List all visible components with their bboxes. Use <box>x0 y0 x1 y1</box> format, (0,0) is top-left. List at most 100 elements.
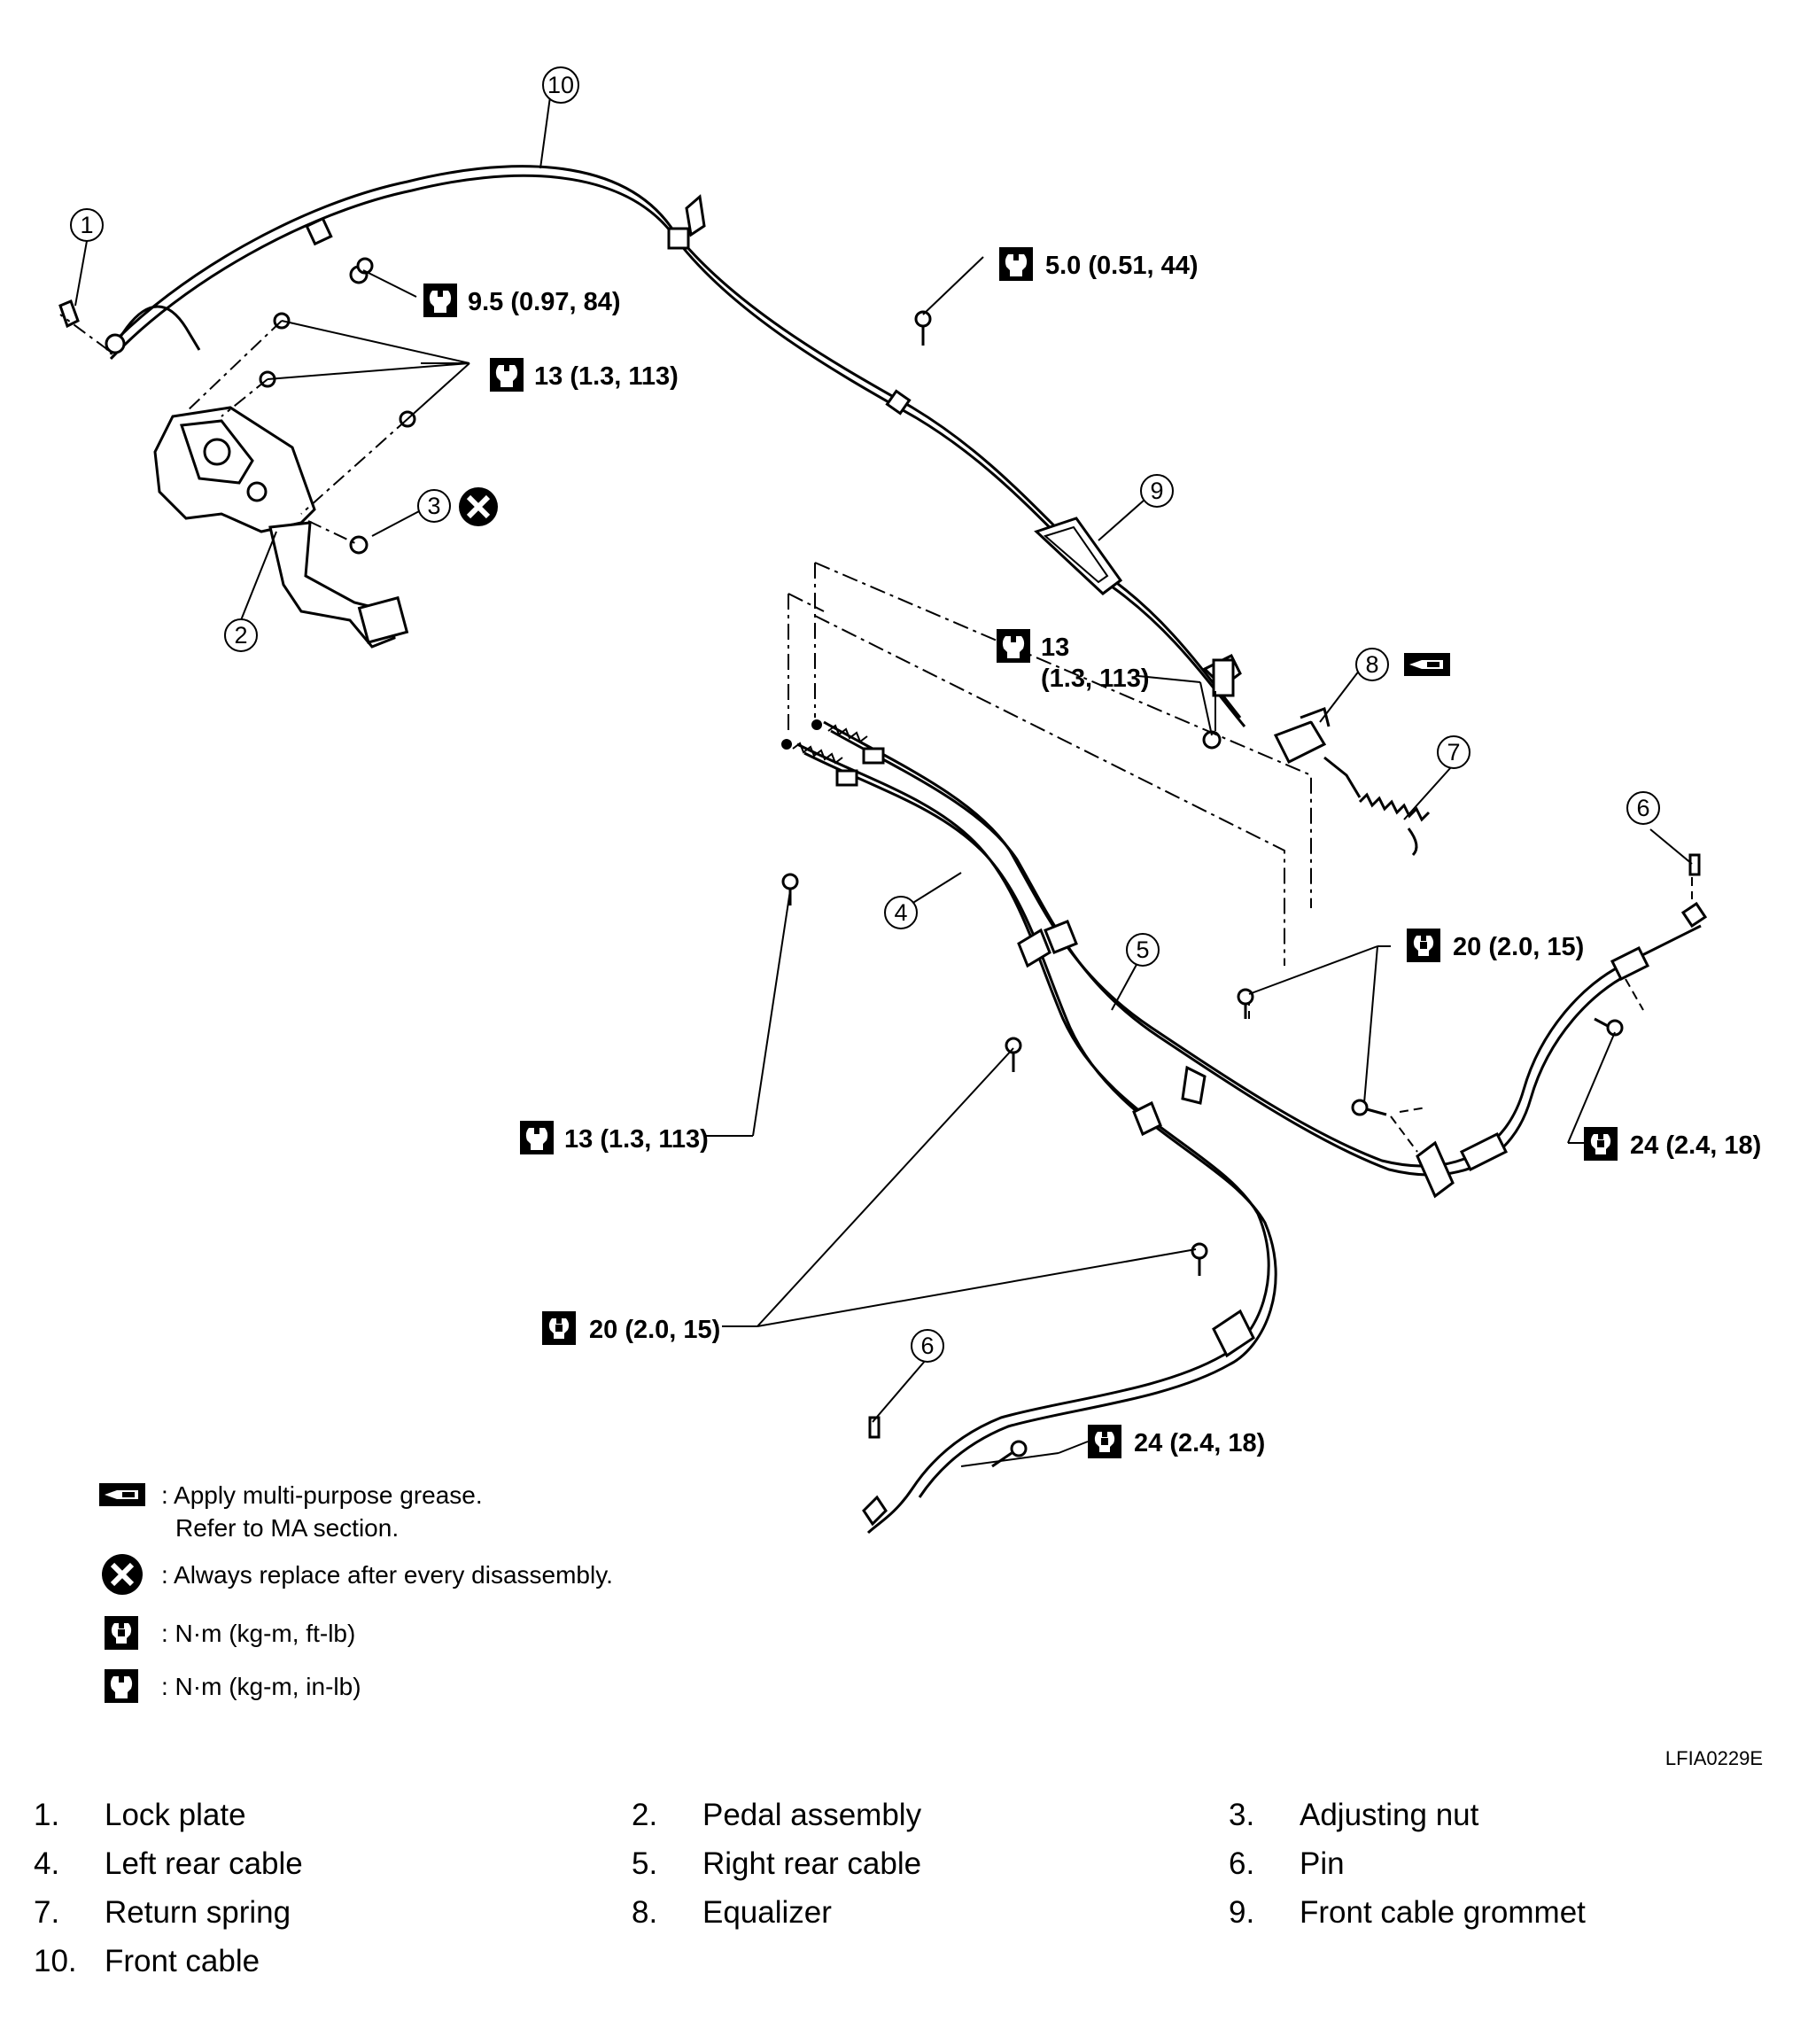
equalizer-nut <box>1202 691 1222 750</box>
mounting-bolts <box>356 257 1624 1468</box>
part-name: Return spring <box>105 1895 291 1930</box>
svg-text:1: 1 <box>80 212 93 238</box>
callout-3: 3 <box>417 489 451 523</box>
callout-5: 5 <box>1126 933 1160 967</box>
part-number: 9. <box>1229 1895 1255 1930</box>
svg-text:8: 8 <box>1365 651 1378 678</box>
torque-left-rear-end: 24 (2.4, 18) <box>1088 1425 1265 1458</box>
svg-text:24 (2.4, 18): 24 (2.4, 18) <box>1630 1131 1761 1160</box>
assembly-guide-lines <box>788 562 1312 966</box>
torque-rear-bracket: 13 (1.3, 113) <box>520 1121 709 1154</box>
svg-text:10: 10 <box>547 72 574 98</box>
svg-text:: N·m (kg-m, in-lb): : N·m (kg-m, in-lb) <box>161 1673 361 1700</box>
symbol-legend: : Apply multi-purpose grease. Refer to M… <box>99 1481 613 1703</box>
torque-wrench-inlb-icon <box>105 1669 138 1703</box>
parts-list: 1. Lock plate 2. Pedal assembly 3. Adjus… <box>0 1794 1808 1998</box>
callout-6-left: 6 <box>911 1329 944 1363</box>
callout-7: 7 <box>1437 735 1470 769</box>
part-name: Pedal assembly <box>702 1798 922 1832</box>
svg-text:: Apply multi-purpose grease.: : Apply multi-purpose grease. <box>161 1481 483 1509</box>
svg-text:13 (1.3, 113): 13 (1.3, 113) <box>534 362 679 391</box>
svg-text:9.5 (0.97, 84): 9.5 (0.97, 84) <box>468 288 621 316</box>
torque-right-rear-end: 24 (2.4, 18) <box>1584 1127 1761 1161</box>
part-number: 3. <box>1229 1798 1255 1832</box>
pedal-dash-lines <box>59 314 408 546</box>
grease-gun-icon <box>1404 653 1450 676</box>
torque-right-bolts: 20 (2.0, 15) <box>1407 929 1584 962</box>
part-name: Front cable <box>105 1944 260 1978</box>
part-number: 7. <box>34 1895 60 1930</box>
callout-4: 4 <box>884 896 918 929</box>
return-spring <box>1323 756 1431 857</box>
part-number: 8. <box>632 1895 658 1930</box>
part-name: Adjusting nut <box>1300 1798 1479 1832</box>
torque-wrench-inlb-icon <box>490 358 524 392</box>
svg-text:: Always replace after every d: : Always replace after every disassembly… <box>161 1561 613 1589</box>
torque-wrench-ftlb-icon <box>542 1311 576 1345</box>
svg-text:5: 5 <box>1136 937 1149 963</box>
torque-left-bolts: 20 (2.0, 15) <box>542 1311 720 1345</box>
always-replace-x-icon <box>102 1554 143 1595</box>
part-number: 2. <box>632 1798 658 1832</box>
svg-text:6: 6 <box>1636 795 1649 821</box>
callout-1: 1 <box>70 208 104 242</box>
part-number: 4. <box>34 1846 60 1881</box>
svg-text:7: 7 <box>1447 739 1460 766</box>
part-name: Equalizer <box>702 1895 832 1930</box>
equalizer <box>1202 653 1331 765</box>
grease-gun-icon <box>99 1483 145 1506</box>
callout-9: 9 <box>1140 474 1174 508</box>
always-replace-x-icon <box>459 487 498 526</box>
left-rear-cable <box>796 742 1277 1535</box>
rear-cable-brackets <box>1017 920 1650 1358</box>
torque-pedal-cable: 9.5 (0.97, 84) <box>423 284 621 317</box>
part-name: Left rear cable <box>105 1846 303 1881</box>
leader-lines <box>74 70 1693 1467</box>
svg-text:Refer to MA section.: Refer to MA section. <box>175 1514 399 1542</box>
svg-text:13 (1.3, 113): 13 (1.3, 113) <box>564 1125 709 1154</box>
torque-wrench-ftlb-icon <box>1407 929 1440 962</box>
front-cable-grommet <box>1034 517 1123 595</box>
torque-wrench-inlb-icon <box>997 629 1030 663</box>
part-number: 6. <box>1229 1846 1255 1881</box>
part-name: Right rear cable <box>702 1846 922 1881</box>
svg-text:20 (2.0, 15): 20 (2.0, 15) <box>1453 933 1584 961</box>
part-name: Front cable grommet <box>1300 1895 1586 1930</box>
svg-text:24 (2.4, 18): 24 (2.4, 18) <box>1134 1429 1265 1457</box>
callout-2: 2 <box>224 618 258 652</box>
rear-cable-end-fittings <box>1248 877 1693 1153</box>
torque-front-bolt: 5.0 (0.51, 44) <box>999 247 1199 281</box>
svg-text:9: 9 <box>1150 478 1163 504</box>
part-name: Lock plate <box>105 1798 246 1832</box>
svg-text:: N·m (kg-m, ft-lb): : N·m (kg-m, ft-lb) <box>161 1620 355 1647</box>
svg-text:13: 13 <box>1041 633 1069 662</box>
part-name: Pin <box>1300 1846 1345 1881</box>
callout-6-right: 6 <box>1626 791 1660 825</box>
front-cable-clips <box>305 194 912 416</box>
figure-code: LFIA0229E <box>1665 1747 1763 1769</box>
svg-text:2: 2 <box>234 622 247 649</box>
torque-pedal-nuts: 13 (1.3, 113) <box>490 358 679 392</box>
svg-text:4: 4 <box>894 899 907 926</box>
part-number: 1. <box>34 1798 60 1832</box>
torque-equalizer: 13 (1.3, 113) <box>997 629 1150 693</box>
callout-10: 10 <box>542 66 579 104</box>
torque-wrench-ftlb-icon <box>1584 1127 1618 1161</box>
rear-cable-front-ends <box>781 719 885 787</box>
parking-brake-diagram: 1 2 3 4 5 6 7 8 9 10 6 <box>58 66 1763 1769</box>
rear-cable-pins <box>862 853 1708 1527</box>
torque-wrench-inlb-icon <box>999 247 1033 281</box>
callout-8: 8 <box>1355 648 1389 681</box>
torque-wrench-ftlb-icon <box>1088 1425 1121 1458</box>
torque-wrench-inlb-icon <box>423 284 457 317</box>
right-rear-cable <box>823 720 1702 1177</box>
lock-plate <box>58 299 126 354</box>
torque-wrench-inlb-icon <box>520 1121 554 1154</box>
svg-text:6: 6 <box>920 1333 934 1359</box>
pedal-assembly <box>153 406 409 649</box>
svg-text:20 (2.0, 15): 20 (2.0, 15) <box>589 1316 720 1344</box>
part-number: 10. <box>34 1944 77 1978</box>
torque-wrench-ftlb-icon <box>105 1616 138 1650</box>
part-number: 5. <box>632 1846 658 1881</box>
svg-text:3: 3 <box>427 493 440 519</box>
